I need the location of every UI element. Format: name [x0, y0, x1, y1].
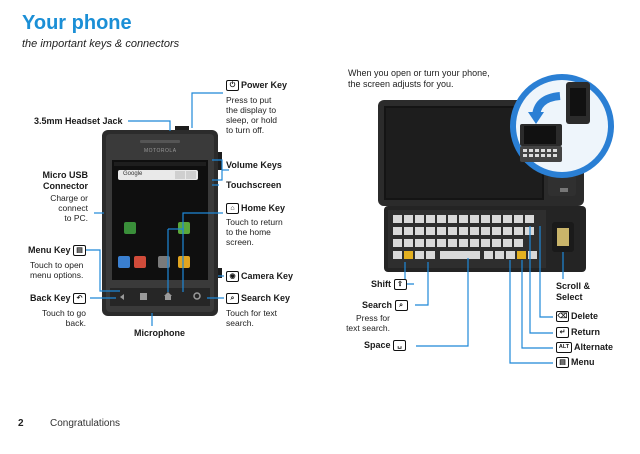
home-icon: ⌂ — [226, 203, 239, 215]
return-key-label: ↵Return — [556, 327, 600, 339]
space-key-label: Space ␣ — [364, 340, 408, 352]
microphone-label: Microphone — [134, 328, 185, 338]
search-icon: ⌕ — [394, 300, 408, 312]
menu-key-label: Menu Key ▤ — [28, 245, 88, 257]
page-title: Your phone — [22, 12, 132, 34]
headset-jack-label: 3.5mm Headset Jack — [34, 116, 123, 126]
rotation-inset-graphic — [510, 74, 614, 178]
search-icon: ⌕ — [226, 293, 239, 305]
touchscreen-label: Touchscreen — [226, 180, 282, 190]
back-arrow-icon: ↶ — [73, 293, 87, 305]
power-icon: ⏻ — [226, 80, 239, 92]
camera-key-label: ◉Camera Key — [226, 271, 293, 283]
portrait-phone-graphic — [102, 126, 222, 316]
scroll-select-label: Scroll &Select — [556, 281, 591, 302]
home-key-label: ⌂Home Key — [226, 203, 285, 215]
intro-text: When you open or turn your phone,the scr… — [348, 68, 490, 89]
alt-icon: ALT — [556, 342, 572, 354]
menu-icon: ▤ — [556, 357, 569, 369]
delete-icon: ⌫ — [556, 311, 569, 323]
return-icon: ↵ — [556, 327, 569, 339]
section-name: Congratulations — [50, 418, 121, 429]
screen-search-text: Google — [123, 171, 143, 177]
menu-icon: ▤ — [73, 245, 87, 257]
camera-icon: ◉ — [226, 271, 239, 283]
power-key-label: ⏻Power Key — [226, 80, 287, 92]
brand-logo-text: MOTOROLA — [144, 148, 177, 154]
volume-keys-label: Volume Keys — [226, 160, 282, 170]
search-key-label: ⌕Search Key — [226, 293, 290, 305]
shift-icon: ⇧ — [393, 279, 407, 291]
space-icon: ␣ — [393, 340, 407, 352]
page-subtitle: the important keys & connectors — [22, 38, 180, 50]
back-key-label: Back Key ↶ — [30, 293, 88, 305]
page-number: 2 — [18, 418, 24, 429]
delete-key-label: ⌫Delete — [556, 311, 599, 323]
shift-key-label: Shift ⇧ — [371, 279, 409, 291]
search-key-right-label: Search ⌕ — [362, 300, 410, 312]
menu-key-right-label: ▤Menu — [556, 357, 595, 369]
